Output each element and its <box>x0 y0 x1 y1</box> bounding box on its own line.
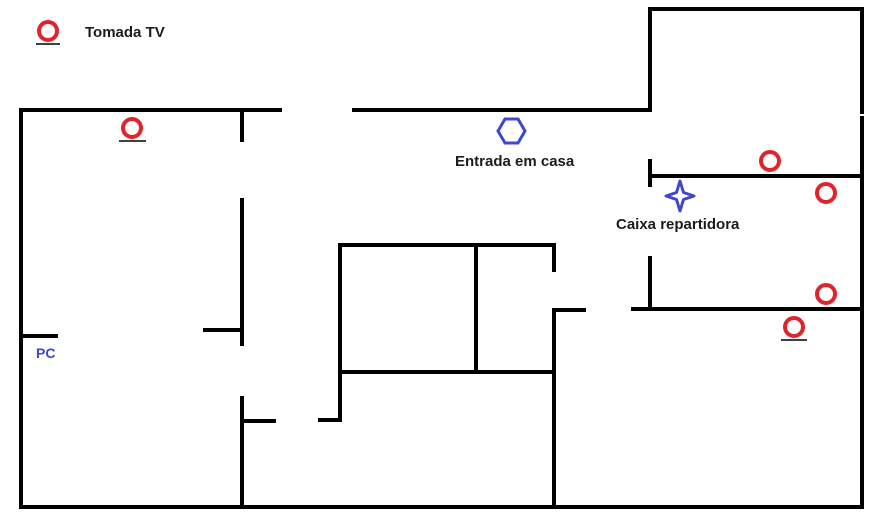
tv-outlet-icon <box>815 283 837 305</box>
tv-outlet <box>781 316 807 341</box>
tv-outlet-icon <box>815 182 837 204</box>
hexagon-icon <box>496 117 527 145</box>
splitter-marker: Caixa repartidora <box>616 179 740 233</box>
entrance-label: Entrada em casa <box>455 153 575 170</box>
walls <box>19 7 864 509</box>
four-point-star-icon <box>664 179 696 213</box>
legend-label: Tomada TV <box>85 24 165 41</box>
splitter-label: Caixa repartidora <box>616 216 740 233</box>
tv-outlet <box>815 182 837 204</box>
tv-outlet <box>759 150 781 172</box>
tv-outlet-icon <box>37 20 59 42</box>
tv-outlets <box>119 117 837 341</box>
legend: Tomada TV <box>36 20 165 45</box>
tv-outlet <box>119 117 146 142</box>
tv-outlet-icon <box>759 150 781 172</box>
tv-outlet-icon <box>783 316 805 338</box>
tv-outlet <box>815 283 837 305</box>
pc-label: PC <box>36 345 55 361</box>
tv-outlet-icon <box>121 117 143 139</box>
entrance-marker: Entrada em casa <box>455 117 575 170</box>
